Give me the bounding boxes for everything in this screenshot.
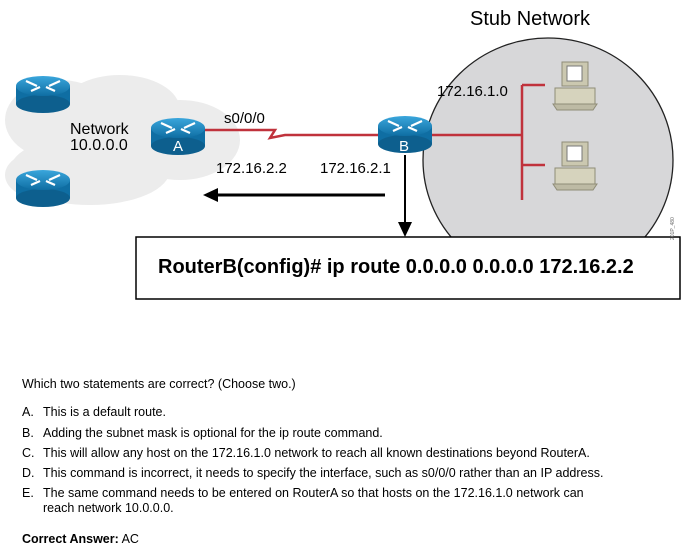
interface-label: s0/0/0 [224,110,265,127]
option-d: D. This command is incorrect, it needs to… [22,466,663,481]
router-icon [14,168,72,209]
router-b-label: B [399,138,410,155]
stub-network-label: Stub Network [470,8,591,30]
network-diagram [5,37,681,300]
down-arrow-head [398,222,412,237]
option-text: This will allow any host on the 172.16.1… [43,446,590,460]
command-text: RouterB(config)# ip route 0.0.0.0 0.0.0.… [158,256,634,278]
correct-answer: Correct Answer: AC [22,532,139,546]
router-a-label: A [173,138,184,155]
option-text: The same command needs to be entered on … [43,486,584,515]
option-b: B. Adding the subnet mask is optional for… [22,426,663,441]
option-letter: E. [22,486,34,500]
cloud-label-line1: Network [70,121,129,138]
question-prompt: Which two statements are correct? (Choos… [22,377,296,391]
option-text: This command is incorrect, it needs to s… [43,466,604,480]
option-e: E. The same command needs to be entered o… [22,486,603,516]
option-letter: C. [22,446,35,460]
left-arrow-head [203,188,218,202]
stub-subnet-label: 172.16.1.0 [437,83,508,100]
watermark: 201P_480 [670,217,676,240]
option-text: Adding the subnet mask is optional for t… [43,426,383,440]
option-c: C. This will allow any host on the 172.16… [22,446,663,461]
cloud-label-line2: 10.0.0.0 [70,137,128,154]
option-text: This is a default route. [43,405,166,419]
answer-value: AC [121,532,139,546]
router-icon [14,74,72,115]
option-letter: B. [22,426,34,440]
answer-label: Correct Answer: [22,532,119,546]
option-letter: D. [22,466,35,480]
serial-link [205,128,390,140]
lan-link [430,83,545,200]
option-a: A. This is a default route. [22,405,663,420]
option-letter: A. [22,405,34,419]
ip-router-a: 172.16.2.2 [216,160,287,177]
ip-router-b: 172.16.2.1 [320,160,391,177]
command-box [135,236,681,300]
